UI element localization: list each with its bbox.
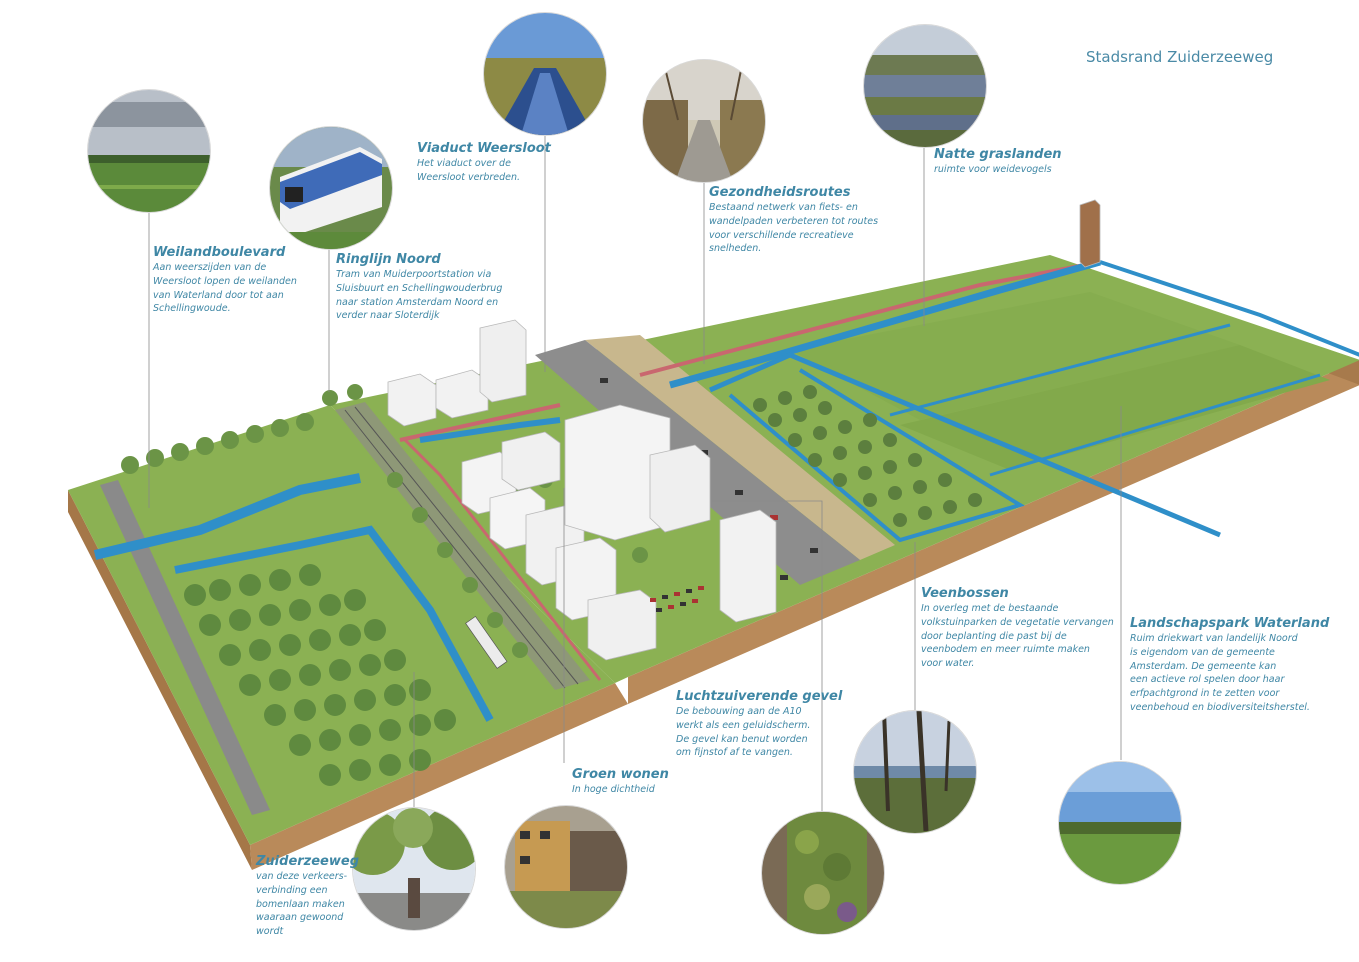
tram-photo-icon: [270, 127, 392, 249]
parking-cars: [650, 586, 704, 612]
label-line: verder naar Sloterdijk: [336, 310, 440, 322]
label-weilandboulevard: Weilandboulevard Aan weerszijden van de …: [153, 245, 297, 316]
label-line: bomenlaan maken: [256, 898, 345, 910]
label-viaduct-weersloot: Viaduct Weersloot Het viaduct over de We…: [417, 141, 551, 185]
label-line: voor verschillende recreatieve: [709, 229, 854, 241]
avenue-photo-icon: [353, 808, 475, 930]
label-line: De bebouwing aan de A10: [676, 706, 802, 717]
bike-path-3: [403, 438, 602, 681]
embankment: [585, 335, 895, 560]
label-line: van deze verkeers-: [256, 871, 348, 882]
label-heading: Veenbossen: [921, 586, 1009, 601]
label-line: Tram van Muiderpoortstation via: [336, 269, 492, 280]
meadow-photo-icon: [88, 90, 210, 212]
label-line: door beplanting die past bij de: [921, 630, 1067, 642]
label-line: werkt als een geluidscherm.: [676, 719, 811, 731]
zuiderzeeweg-road: [100, 480, 270, 815]
label-line: verbinding een: [256, 884, 328, 896]
label-ringlijn-noord: Ringlijn Noord Tram van Muiderpoortstati…: [336, 252, 502, 323]
label-line: Het viaduct over de: [417, 158, 511, 169]
soil-side-left-front: [68, 490, 252, 870]
veenbos-trees: [753, 385, 982, 527]
canal-photo-icon: [484, 13, 606, 135]
label-line: voor water.: [921, 658, 975, 670]
label-zuiderzeeweg: Zuiderzeeweg van deze verkeers- verbindi…: [256, 854, 359, 939]
label-luchtzuiverende-gevel: Luchtzuiverende gevel De bebouwing aan d…: [676, 689, 842, 760]
landscape-photo-icon: [1059, 762, 1181, 884]
label-line: van Waterland door tot aan: [153, 289, 284, 301]
meadow-parcel-2: [900, 345, 1330, 470]
label-heading: Luchtzuiverende gevel: [676, 689, 843, 704]
label-heading: Weilandboulevard: [153, 245, 286, 260]
label-line: Schellingwoude.: [153, 303, 231, 315]
label-gezondheidsroutes: Gezondheidsroutes Bestaand netwerk van f…: [709, 185, 878, 256]
label-heading: Landschapspark Waterland: [1130, 616, 1330, 631]
label-line: veenbehoud en biodiversiteitsherstel.: [1130, 701, 1310, 713]
label-line: Bestaand netwerk van fiets- en: [709, 202, 858, 213]
label-line: veenbodem en meer ruimte maken: [921, 644, 1090, 656]
label-line: Amsterdam. De gemeente kan: [1130, 660, 1277, 672]
label-line: Weersloot lopen de weilanden: [153, 275, 297, 287]
label-line: een actieve rol spelen door haar: [1130, 674, 1285, 686]
label-line: In hoge dichtheid: [572, 784, 655, 795]
meadow-parcel-1: [790, 292, 1240, 420]
label-line: erfpachtgrond in te zetten voor: [1130, 688, 1280, 700]
label-line: waaraan gewoond: [256, 912, 344, 924]
label-heading: Viaduct Weersloot: [417, 141, 551, 156]
label-line: volkstuinparken de vegetatie vervangen: [921, 616, 1114, 628]
green-wall-photo-icon: [762, 812, 884, 934]
label-heading: Ringlijn Noord: [336, 252, 441, 267]
channel-right-3: [1099, 260, 1359, 357]
label-line: Ruim driekwart van landelijk Noord: [1130, 633, 1298, 644]
soil-side-right: [628, 360, 1359, 704]
label-line: In overleg met de bestaande: [921, 603, 1059, 614]
label-line: naar station Amsterdam Noord en: [336, 296, 499, 308]
label-natte-graslanden: Natte graslanden ruimte voor weidevogels: [934, 147, 1062, 177]
housing-photo-icon: [505, 806, 627, 928]
label-line: om fijnstof af te vangen.: [676, 747, 793, 759]
label-line: is eigendom van de gemeente: [1130, 646, 1275, 658]
label-heading: Zuiderzeeweg: [256, 854, 360, 869]
label-veenbossen: Veenbossen In overleg met de bestaande v…: [921, 586, 1114, 671]
label-line: De gevel kan benut worden: [676, 733, 808, 745]
channel-right-1: [669, 258, 1101, 389]
label-line: Weersloot verbreden.: [417, 171, 521, 183]
path-photo-icon: [643, 60, 765, 182]
channel-right-4: [889, 323, 1231, 417]
leader-lines: [148, 122, 1122, 815]
label-heading: Gezondheidsroutes: [709, 185, 851, 200]
swamp-forest-photo-icon: [854, 711, 976, 833]
bike-path: [399, 403, 561, 442]
wetland-photo-icon: [864, 25, 986, 147]
channel-right-5: [989, 373, 1321, 477]
soil-side-left-bottom: [250, 683, 628, 870]
channel-left-2: [174, 525, 494, 722]
buildings: [387, 199, 1101, 661]
label-line: Sluisbuurt en Schellingwouderbrug: [336, 282, 503, 294]
label-heading: Natte graslanden: [934, 147, 1062, 162]
label-line: Aan weerszijden van de: [153, 262, 267, 273]
channel-mid: [419, 417, 561, 443]
label-line: wandelpaden verbeteren tot routes: [709, 215, 879, 227]
label-groen-wonen: Groen wonen In hoge dichtheid: [572, 767, 669, 797]
label-line: snelheden.: [709, 243, 762, 255]
page-title: Stadsrand Zuiderzeeweg: [1086, 48, 1274, 66]
grass-left-block: [68, 405, 615, 845]
tram-vehicle: [465, 615, 508, 669]
channel-right-2: [708, 352, 1221, 538]
weersloot-channel: [93, 473, 361, 560]
label-line: ruimte voor weidevogels: [934, 164, 1052, 175]
forest-trees: [184, 564, 456, 786]
label-heading: Groen wonen: [572, 767, 669, 782]
label-landschapspark-waterland: Landschapspark Waterland Ruim driekwart …: [1130, 616, 1329, 715]
channel-veenbos-outline: [728, 368, 1025, 543]
soil-side-right-shade: [1320, 360, 1359, 385]
label-line: wordt: [256, 926, 284, 938]
